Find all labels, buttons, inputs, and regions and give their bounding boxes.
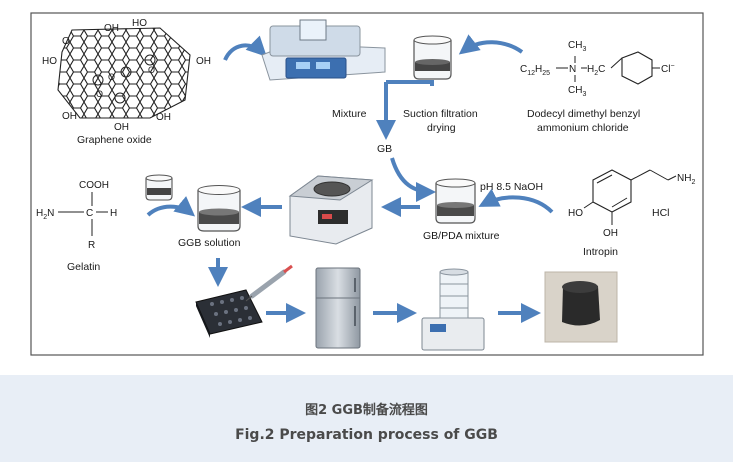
syringe-icon (245, 264, 293, 302)
go-oh-label: OH (62, 111, 77, 122)
arrow-go-to-sonicator (223, 35, 267, 61)
beaker-small-icon (145, 174, 173, 201)
go-o-label: O (96, 89, 103, 99)
caption-chinese: 图2 GGB制备流程图 (305, 403, 428, 418)
beaker-filtered-icon (413, 35, 452, 80)
figure-panel: O O O OH HO O OH HO OH OH OH Graphene ox… (30, 12, 704, 356)
intropin-ho-label: HO (568, 208, 583, 219)
freeze-dryer-icon (421, 268, 485, 351)
arrow-intropin-to-pda (478, 188, 554, 214)
beaker-ggb-icon (197, 185, 241, 232)
arrow-from-beaker (386, 80, 434, 86)
n-label: N (569, 64, 576, 75)
dodecyl-structure: C12H25 N CH3 CH3 H2C Cl− (520, 40, 675, 98)
go-oh-label: OH (156, 112, 171, 123)
go-oh-label: OH (196, 56, 211, 67)
go-oh-label: OH (114, 122, 129, 133)
gb-pda-label: GB/PDA mixture (423, 230, 500, 242)
ggb-aerogel-photo (544, 271, 618, 343)
hcl-label: HCl (652, 207, 670, 219)
nh2-label: NH2 (677, 173, 695, 186)
go-o-label: O (148, 65, 155, 75)
go-o-label: O (108, 72, 115, 82)
intropin-oh-label: OH (603, 228, 618, 239)
intropin-label: Intropin (583, 246, 618, 258)
graphene-oxide-label: Graphene oxide (77, 134, 152, 146)
ch3-top-label: CH3 (568, 40, 586, 53)
suction-label-line1: Suction filtration (403, 108, 478, 120)
graphene-oxide-structure: O O O OH HO O OH HO OH OH OH Graphene ox… (42, 18, 211, 146)
arrow-reagent-to-beaker (458, 34, 524, 55)
h-label: H (110, 208, 117, 219)
caption-band: 图2 GGB制备流程图 Fig.2 Preparation process of… (0, 375, 733, 462)
process-diagram: O O O OH HO O OH HO OH OH OH Graphene ox… (30, 12, 704, 356)
go-hoo-label: HO (132, 18, 147, 29)
go-oh-label: OH (104, 23, 119, 34)
dodecyl-label-line1: Dodecyl dimethyl benzyl (527, 108, 640, 120)
r-label: R (88, 240, 95, 251)
h2n-label: H2N (36, 208, 54, 221)
arrow-gelatin-to-ggb (146, 196, 196, 217)
mixture-label: Mixture (332, 108, 367, 120)
centrifuge-icon (288, 175, 374, 245)
gelatin-structure: COOH H2N C H R (36, 180, 117, 251)
gb-label: GB (377, 143, 392, 155)
caption-english: Fig.2 Preparation process of GGB (235, 427, 498, 443)
go-o-label: O (62, 36, 70, 47)
well-plate-icon (195, 289, 263, 338)
dodecyl-label-line2: ammonium chloride (537, 122, 629, 134)
go-hoo-label: HO (42, 56, 57, 67)
gelatin-label: Gelatin (67, 261, 100, 273)
cl-label: Cl− (661, 63, 675, 75)
ph-label: pH 8.5 NaOH (480, 181, 543, 193)
alpha-c-label: C (86, 208, 93, 219)
ultrasonic-cleaner-icon (261, 19, 386, 81)
c12-label: C12H25 (520, 64, 550, 77)
h2c-label: H2C (587, 64, 605, 77)
ggb-solution-label: GGB solution (178, 237, 241, 249)
suction-label-line2: drying (427, 122, 456, 134)
figure-border (30, 12, 704, 356)
freezer-icon (315, 267, 361, 349)
cooh-label: COOH (79, 180, 109, 191)
ch3-bottom-label: CH3 (568, 85, 586, 98)
intropin-structure: NH2 HO OH (568, 169, 695, 239)
arrow-gb-to-pda (390, 157, 436, 202)
beaker-gb-pda-icon (435, 178, 476, 224)
